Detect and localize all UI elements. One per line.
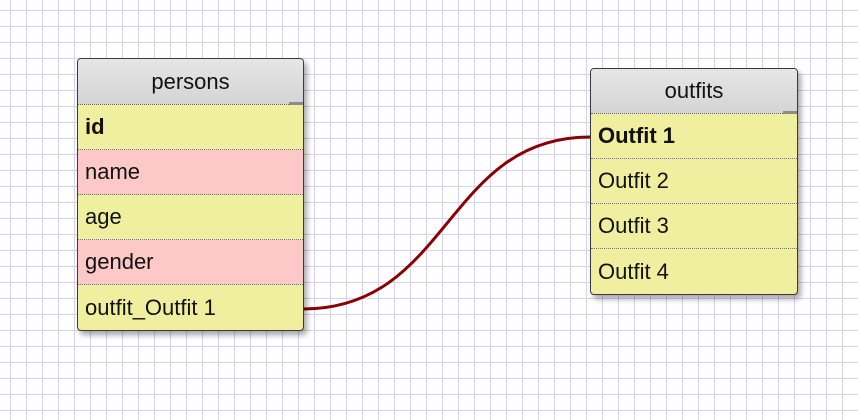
field-label: age [85,204,122,229]
field-row-outfit-3[interactable]: Outfit 3 [591,204,797,249]
header-corner-marker [289,102,303,105]
table-header-outfits[interactable]: outfits [591,69,797,114]
field-label: gender [85,249,154,274]
field-row-age[interactable]: age [78,195,303,240]
header-corner-marker [783,111,797,114]
field-row-outfit-4[interactable]: Outfit 4 [591,249,797,294]
relationship-line [302,135,591,311]
table-persons[interactable]: persons id name age gender outfit_Outfit… [77,58,304,331]
table-title-persons: persons [151,68,230,94]
field-row-gender[interactable]: gender [78,240,303,285]
field-row-name[interactable]: name [78,150,303,195]
field-label: Outfit 2 [598,168,669,193]
table-outfits[interactable]: outfits Outfit 1 Outfit 2 Outfit 3 Outfi… [590,68,798,295]
table-title-outfits: outfits [664,78,724,103]
field-label: id [85,114,105,139]
field-label: Outfit 3 [598,213,669,238]
field-label: Outfit 1 [598,123,675,148]
field-label: name [85,159,141,184]
field-label: Outfit 4 [598,258,669,284]
field-row-id[interactable]: id [78,105,303,150]
field-label: outfit_Outfit 1 [85,294,216,320]
table-header-persons[interactable]: persons [78,59,303,105]
field-row-outfit-fk[interactable]: outfit_Outfit 1 [78,285,303,330]
field-row-outfit-1[interactable]: Outfit 1 [591,114,797,159]
field-row-outfit-2[interactable]: Outfit 2 [591,159,797,204]
